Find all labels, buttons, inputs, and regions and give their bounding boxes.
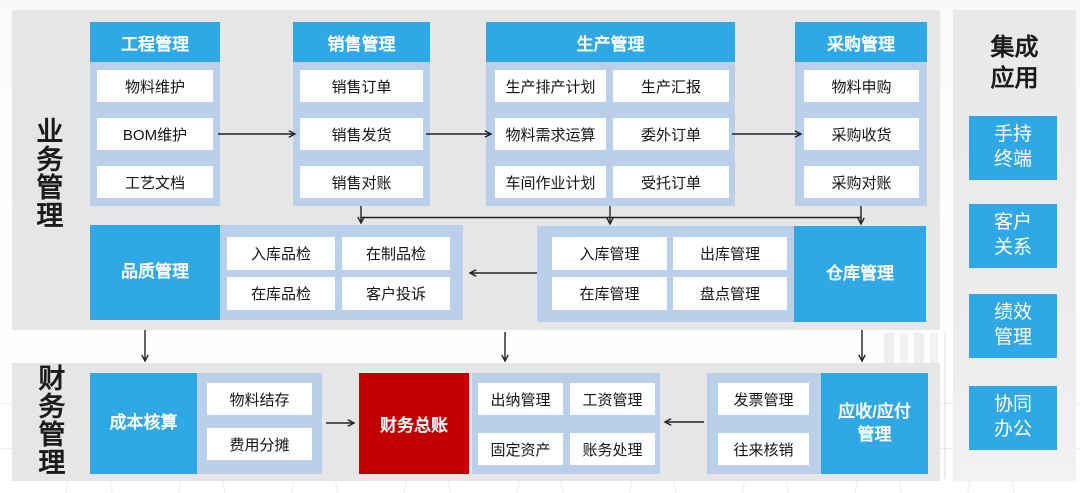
engineering-header: 工程管理 <box>90 22 220 62</box>
integration-item-crm: 客户关系 <box>969 204 1057 268</box>
finance-management-label: 财务管理 <box>34 364 65 476</box>
cost-group: 成本核算 物料结存 费用分摊 <box>90 373 322 474</box>
cost-item: 物料结存 <box>207 383 312 415</box>
warehouse-group: 入库管理 出库管理 在库管理 盘点管理 仓库管理 <box>537 226 926 322</box>
accounting-group: 出纳管理 工资管理 固定资产 账务处理 <box>472 373 660 474</box>
purchasing-header: 采购管理 <box>795 22 927 62</box>
warehouse-item: 出库管理 <box>673 237 787 270</box>
production-item: 物料需求运算 <box>495 118 606 150</box>
receivable-item: 发票管理 <box>718 383 809 415</box>
quality-item: 在制品检 <box>342 237 450 270</box>
engineering-item: 工艺文档 <box>97 166 213 198</box>
sales-header: 销售管理 <box>293 22 430 62</box>
sales-item: 销售对账 <box>300 166 423 198</box>
production-header: 生产管理 <box>486 22 735 62</box>
accounting-item: 出纳管理 <box>478 383 563 415</box>
warehouse-item: 盘点管理 <box>673 277 787 310</box>
production-item: 受托订单 <box>613 166 729 198</box>
integration-item-performance: 绩效管理 <box>969 294 1057 358</box>
integration-item-label: 协同办公 <box>993 394 1032 440</box>
quality-item: 在库品检 <box>227 277 335 310</box>
receivable-payable-group: 发票管理 往来核销 应收/应付管理 <box>707 373 928 474</box>
integration-title-text: 集成应用 <box>990 34 1039 93</box>
integration-item-label: 手持终端 <box>993 124 1032 170</box>
cost-item: 费用分摊 <box>207 428 312 460</box>
integration-title: 集成应用 <box>953 32 1076 94</box>
engineering-item: BOM维护 <box>97 118 213 150</box>
receivable-item: 往来核销 <box>718 433 809 465</box>
purchasing-item: 物料申购 <box>804 70 919 102</box>
engineering-item: 物料维护 <box>97 70 213 102</box>
integration-item-label: 绩效管理 <box>993 302 1032 348</box>
production-column: 生产管理 生产排产计划 物料需求运算 车间作业计划 生产汇报 委外订单 受托订单 <box>486 22 735 206</box>
accounting-item: 固定资产 <box>478 433 563 465</box>
purchasing-column: 采购管理 物料申购 采购收货 采购对账 <box>795 22 927 206</box>
integration-item-handheld: 手持终端 <box>969 116 1057 180</box>
production-item: 生产排产计划 <box>495 70 606 102</box>
sales-item: 销售发货 <box>300 118 423 150</box>
production-item: 车间作业计划 <box>495 166 606 198</box>
business-management-label: 业务管理 <box>32 117 63 229</box>
purchasing-item: 采购对账 <box>804 166 919 198</box>
quality-item: 客户投诉 <box>342 277 450 310</box>
integration-item-oa: 协同办公 <box>969 386 1057 450</box>
sales-column: 销售管理 销售订单 销售发货 销售对账 <box>293 22 430 206</box>
accounting-item: 账务处理 <box>570 433 655 465</box>
general-ledger-box: 财务总账 <box>359 373 469 474</box>
quality-title-box: 品质管理 <box>90 225 220 320</box>
warehouse-item: 在库管理 <box>552 277 667 310</box>
accounting-item: 工资管理 <box>570 383 655 415</box>
quality-group: 品质管理 入库品检 在制品检 在库品检 客户投诉 <box>90 225 463 320</box>
warehouse-title-box: 仓库管理 <box>794 226 926 322</box>
receivable-payable-title-box: 应收/应付管理 <box>821 373 928 474</box>
production-item: 生产汇报 <box>613 70 729 102</box>
purchasing-item: 采购收货 <box>804 118 919 150</box>
cost-title-box: 成本核算 <box>90 373 197 474</box>
production-item: 委外订单 <box>613 118 729 150</box>
integration-item-label: 客户关系 <box>993 212 1032 258</box>
engineering-column: 工程管理 物料维护 BOM维护 工艺文档 <box>90 22 220 206</box>
quality-item: 入库品检 <box>227 237 335 270</box>
receivable-payable-title: 应收/应付管理 <box>838 402 911 444</box>
warehouse-item: 入库管理 <box>552 237 667 270</box>
sales-item: 销售订单 <box>300 70 423 102</box>
